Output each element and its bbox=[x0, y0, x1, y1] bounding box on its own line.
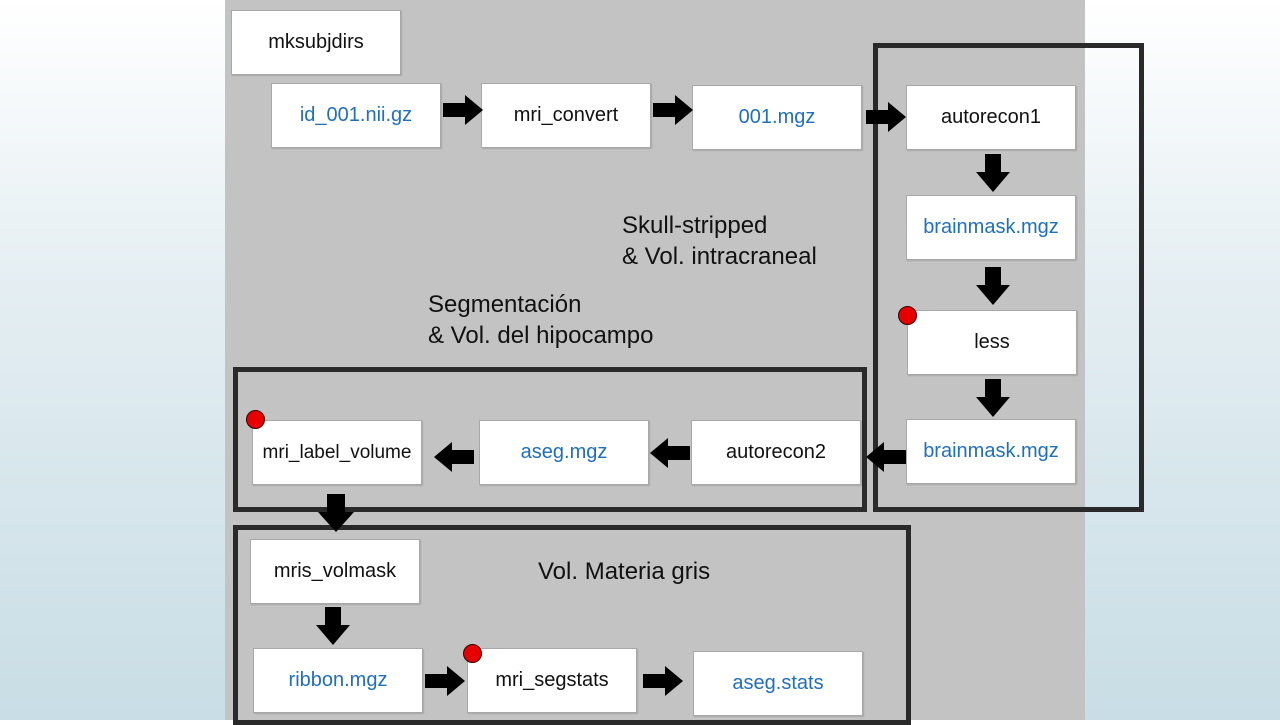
node-mksubjdirs: mksubjdirs bbox=[231, 10, 401, 75]
arrow-down-icon bbox=[318, 494, 354, 532]
node-id-001-nii: id_001.nii.gz bbox=[271, 83, 441, 148]
skull-stripped-line2: & Vol. intracraneal bbox=[622, 243, 817, 270]
node-brainmask-mgz-1: brainmask.mgz bbox=[906, 195, 1076, 260]
node-less: less bbox=[907, 310, 1077, 375]
gray-matter-note: Vol. Materia gris bbox=[538, 558, 711, 585]
node-aseg-mgz: aseg.mgz bbox=[479, 420, 649, 485]
arrow-down-icon bbox=[976, 154, 1010, 192]
segmentation-line2: & Vol. del hipocampo bbox=[428, 322, 654, 349]
node-mris-volmask: mris_volmask bbox=[250, 539, 420, 604]
arrow-down-icon bbox=[976, 379, 1010, 417]
arrow-down-icon bbox=[976, 267, 1010, 305]
arrow-down-icon bbox=[316, 607, 350, 645]
arrow-left-icon bbox=[650, 438, 690, 468]
skull-stripped-note: Skull-stripped & Vol. intracraneal bbox=[622, 210, 817, 272]
arrow-right-icon bbox=[443, 95, 483, 125]
node-autorecon2: autorecon2 bbox=[691, 420, 861, 485]
red-marker-mri-segstats bbox=[463, 644, 482, 663]
node-mri-convert: mri_convert bbox=[481, 83, 651, 148]
arrow-right-icon bbox=[866, 102, 906, 132]
skull-stripped-line1: Skull-stripped bbox=[622, 212, 768, 239]
red-marker-less bbox=[898, 306, 917, 325]
red-marker-mri-label-volume bbox=[246, 410, 265, 429]
node-brainmask-mgz-2: brainmask.mgz bbox=[906, 419, 1076, 484]
arrow-right-icon bbox=[653, 95, 693, 125]
node-aseg-stats: aseg.stats bbox=[693, 651, 863, 716]
node-mri-label-volume: mri_label_volume bbox=[252, 420, 422, 485]
segmentation-line1: Segmentación bbox=[428, 291, 582, 318]
arrow-left-icon bbox=[866, 442, 906, 472]
node-autorecon1: autorecon1 bbox=[906, 85, 1076, 150]
node-ribbon-mgz: ribbon.mgz bbox=[253, 648, 423, 713]
arrow-right-icon bbox=[425, 666, 465, 696]
node-mri-segstats: mri_segstats bbox=[467, 648, 637, 713]
arrow-left-icon bbox=[434, 442, 474, 472]
arrow-right-icon bbox=[643, 666, 683, 696]
segmentation-group-frame bbox=[233, 367, 867, 512]
node-001-mgz: 001.mgz bbox=[692, 85, 862, 150]
segmentation-note: Segmentación & Vol. del hipocampo bbox=[428, 289, 653, 351]
autorecon1-group-frame bbox=[873, 43, 1144, 512]
